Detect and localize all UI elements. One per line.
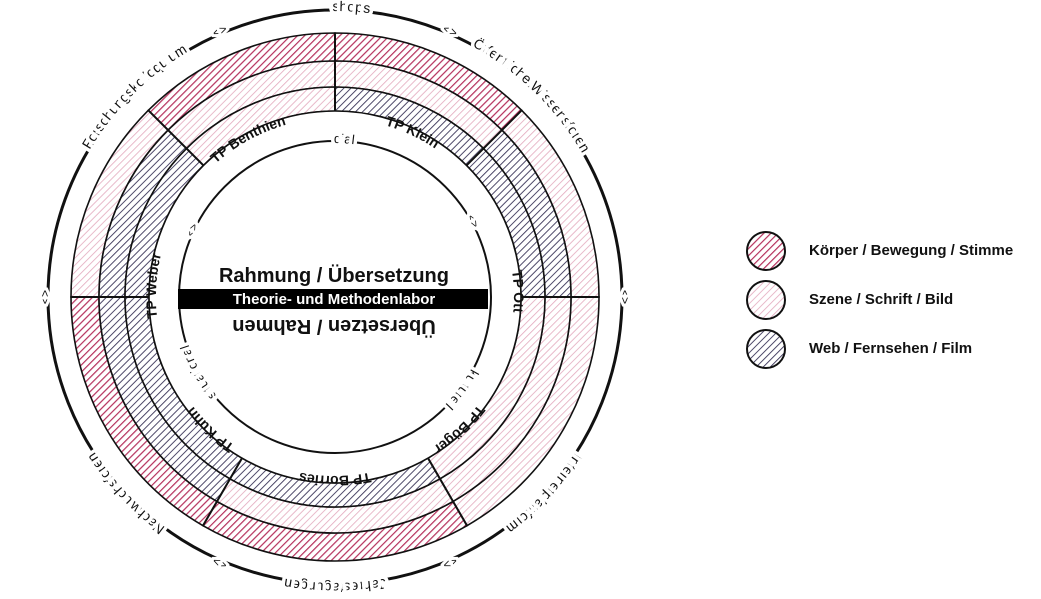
- legend-item-web: Web / Fernsehen / Film: [745, 324, 1013, 373]
- center-title-top: Rahmung / Übersetzung: [219, 264, 449, 287]
- center-title-bottom: Übersetzen / Rahmen: [232, 315, 435, 338]
- center-band: [178, 289, 488, 309]
- legend-swatch-koerper: [746, 230, 786, 271]
- legend-label-szene: Szene / Schrift / Bild: [809, 291, 954, 308]
- outer-arrow: <>: [38, 290, 52, 304]
- segment-divider: [427, 457, 468, 527]
- subproject-label-ott: TP Ott: [509, 269, 527, 314]
- outer-arrow: <>: [618, 290, 632, 304]
- subproject-label-weber: TP Weber: [143, 251, 164, 319]
- segment-divider: [465, 109, 523, 167]
- legend-label-web: Web / Fernsehen / Film: [809, 340, 973, 357]
- legend-swatch-szene: [746, 279, 786, 320]
- legend-label-koerper: Körper / Bewegung / Stimme: [809, 242, 1014, 259]
- outer-ring: [46, 8, 624, 586]
- segment-divider: [202, 457, 243, 527]
- legend-swatch-web: [746, 328, 786, 369]
- legend-item-koerper: Körper / Bewegung / Stimme: [745, 226, 1013, 275]
- outer-label-workshops: Workshops: [0, 0, 371, 16]
- legend: Körper / Bewegung / Stimme Szene / Schri…: [745, 226, 1013, 373]
- legend-item-szene: Szene / Schrift / Bild: [745, 275, 1013, 324]
- outer-label-jahrestagungen: Jahrestagungen: [283, 576, 387, 596]
- center-block: Rahmung / Übersetzung Theorie- und Metho…: [178, 264, 488, 338]
- segment-divider: [147, 109, 205, 167]
- center-band-label: Theorie- und Methodenlabor: [233, 291, 436, 308]
